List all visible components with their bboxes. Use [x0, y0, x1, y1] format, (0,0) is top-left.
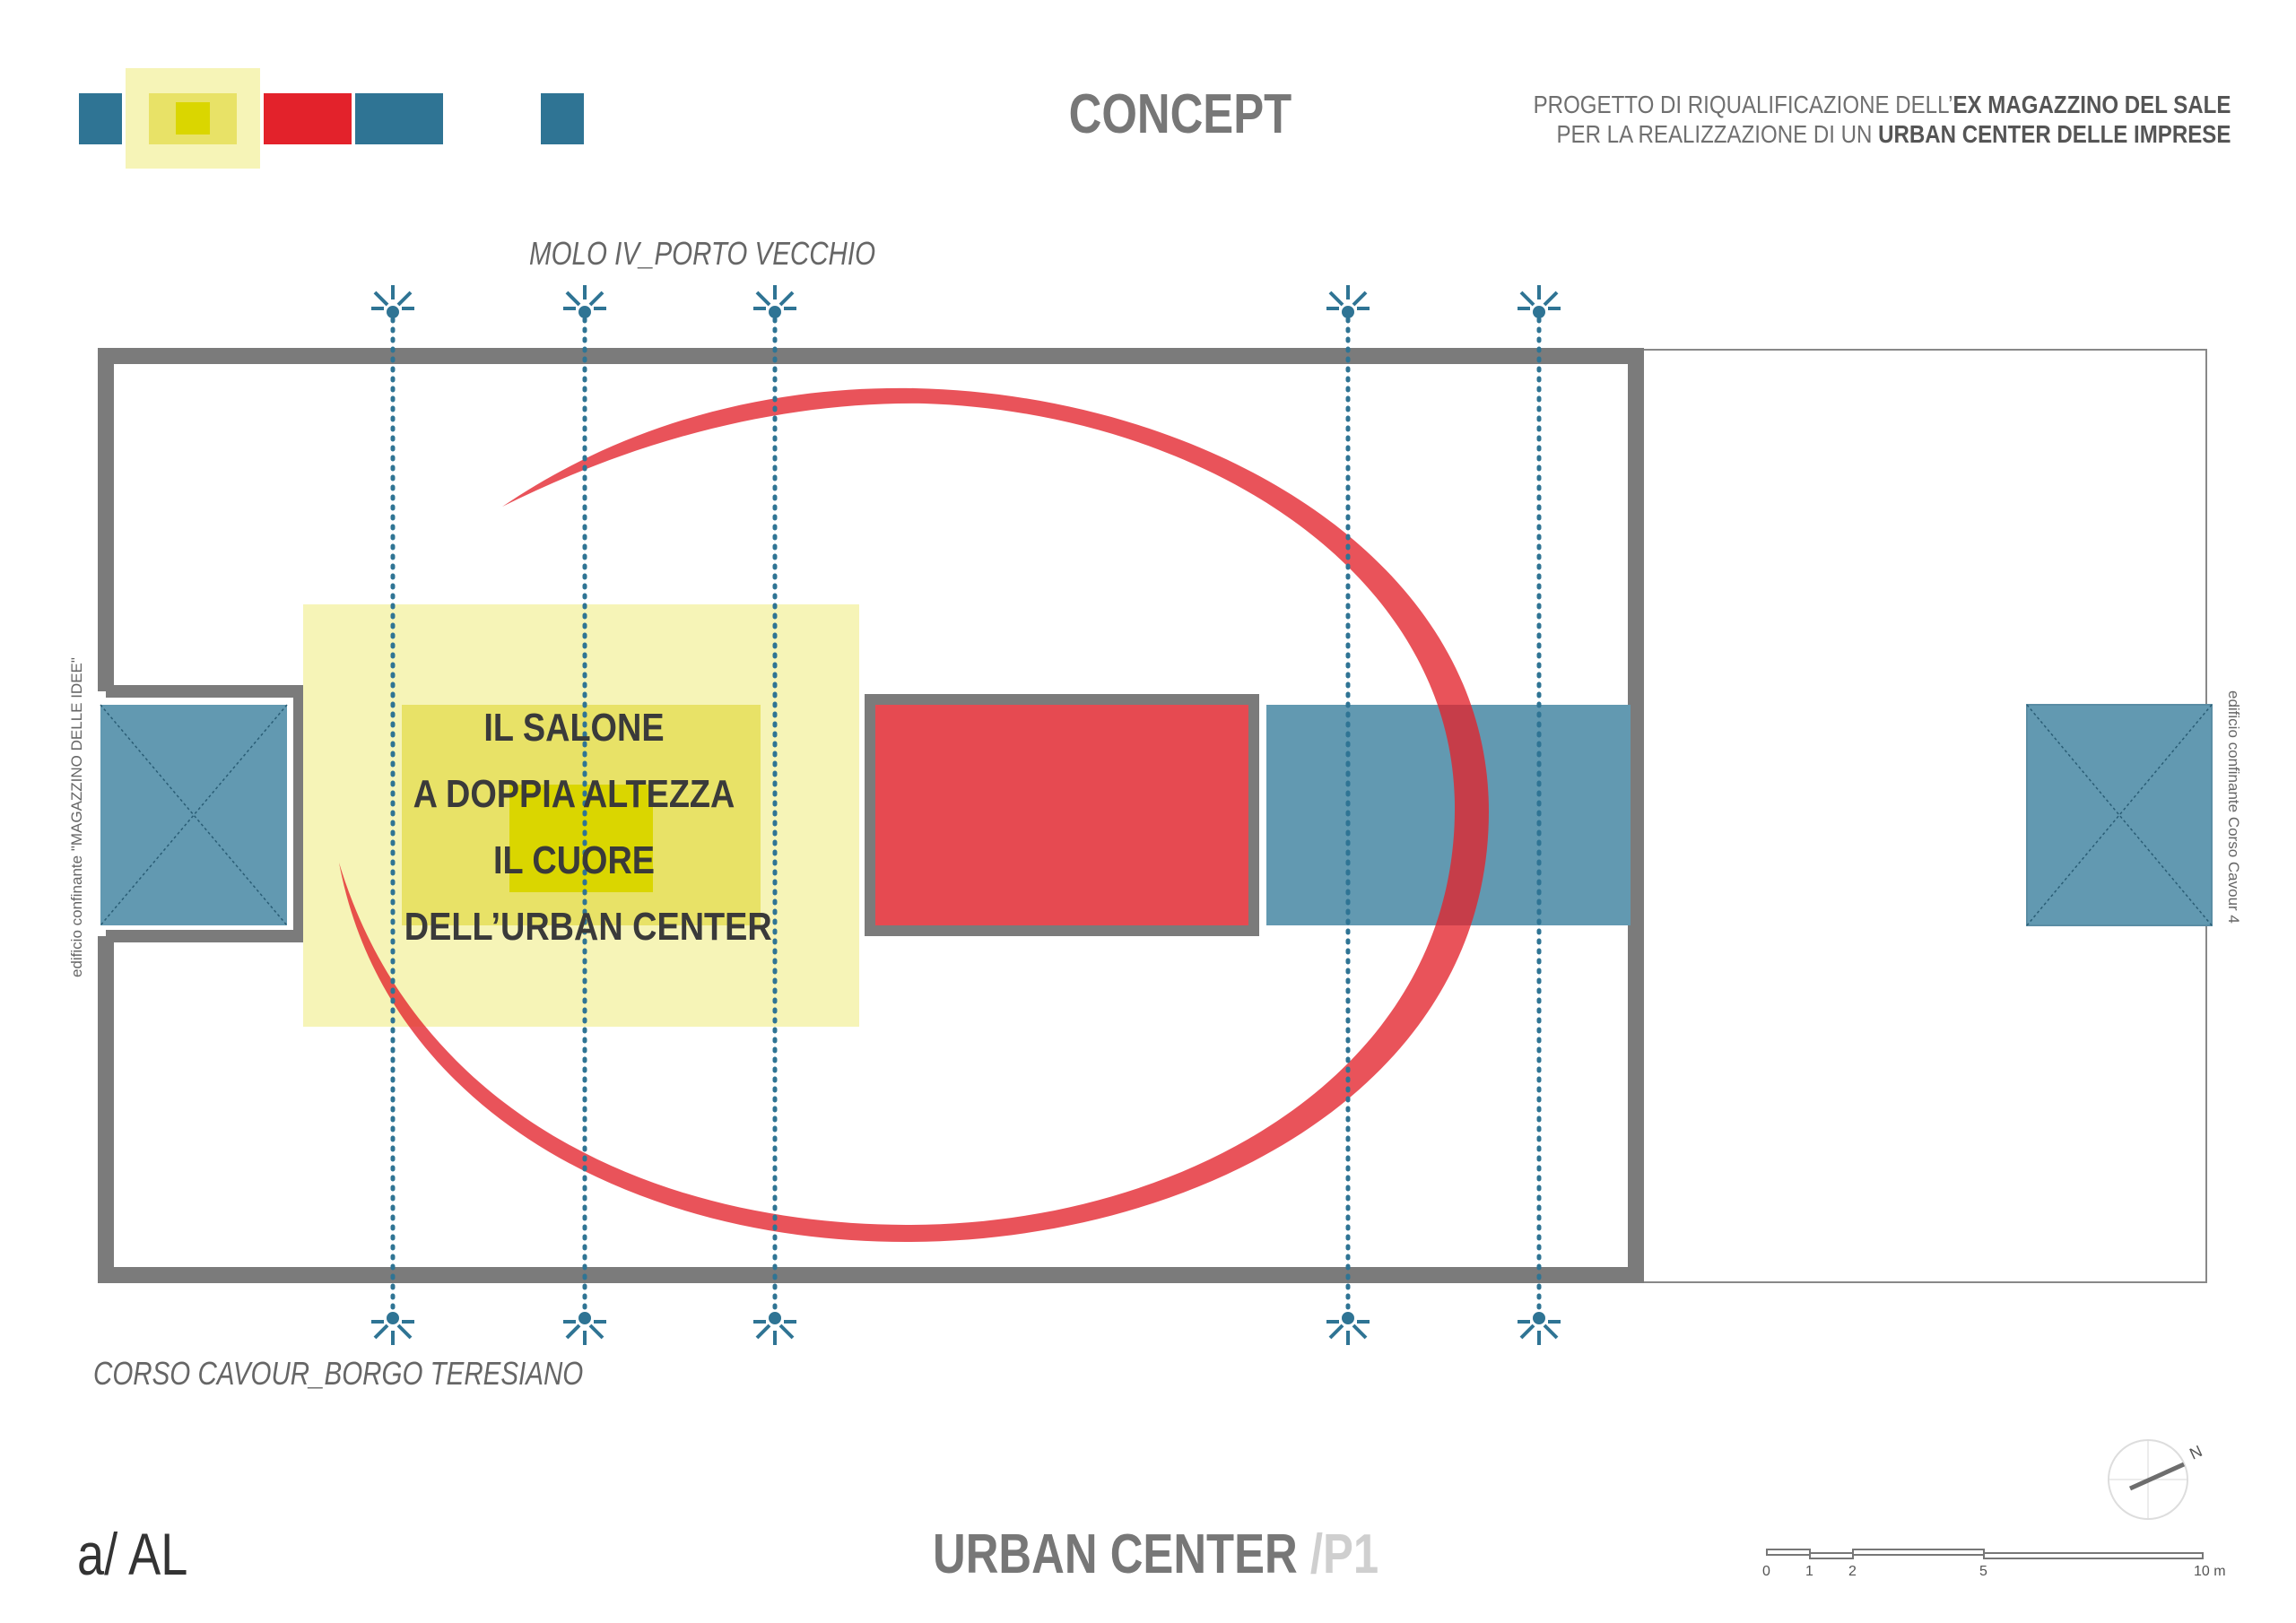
north-label: N [2187, 1442, 2205, 1463]
legend-blue-wide [355, 93, 443, 144]
legend-blocks [79, 68, 584, 169]
legend-yellow-core [176, 102, 210, 135]
left-stair-block [100, 705, 287, 925]
north-arrow-icon [2108, 1439, 2188, 1520]
legend-blue-small [79, 93, 122, 144]
salone-description: IL SALONE A DOPPIA ALTEZZA IL CUORE DELL… [404, 695, 772, 960]
left-wall-notch [106, 685, 306, 942]
scale-tick-10: 10 m [2194, 1564, 2226, 1579]
project-line1-bold: EX MAGAZZINO DEL SALE [1952, 91, 2231, 118]
project-line1-prefix: PROGETTO DI RIQUALIFICAZIONE DELL’ [1533, 91, 1953, 118]
building-wall [98, 348, 1644, 1283]
salone-line-4: DELL’URBAN CENTER [404, 905, 772, 949]
scale-tick-1: 1 [1805, 1564, 1813, 1579]
salone-line-1: IL SALONE [483, 706, 665, 750]
salone-line-2: A DOPPIA ALTEZZA [413, 772, 735, 816]
sheet-code: a/ AL [77, 1521, 188, 1587]
axis-lines [390, 307, 1542, 1328]
legend-blue-right [541, 93, 584, 144]
left-neighbor-label: edificio confinante "MAGAZZINO DELLE IDE… [68, 657, 85, 977]
right-neighbor-label: edificio confinante Corso Cavour 4 [2225, 690, 2242, 924]
axis-arrows-top [371, 285, 1561, 318]
red-core-block [865, 694, 1259, 936]
scale-tick-5: 5 [1979, 1564, 1987, 1579]
footer-title-sub: /P1 [1309, 1523, 1379, 1585]
scale-tick-2: 2 [1848, 1564, 1857, 1579]
bottom-street-label: CORSO CAVOUR_BORGO TERESIANO [93, 1355, 584, 1392]
scale-tick-0: 0 [1762, 1564, 1770, 1579]
right-stair-block [2026, 704, 2213, 926]
salone-line-3: IL CUORE [492, 838, 656, 882]
project-description: PROGETTO DI RIQUALIFICAZIONE DELL’EX MAG… [1533, 90, 2231, 149]
axis-arrows-bottom [371, 1312, 1561, 1345]
project-line2-bold: URBAN CENTER DELLE IMPRESE [1877, 120, 2231, 148]
top-street-label: MOLO IV_PORTO VECCHIO [529, 235, 876, 272]
footer-title: URBAN CENTER /P1 [933, 1523, 1378, 1586]
scale-bar [1766, 1549, 2204, 1559]
project-line2-prefix: PER LA REALIZZAZIONE DI UN [1556, 120, 1878, 148]
footer-title-main: URBAN CENTER [933, 1523, 1310, 1585]
salone-core-zone [509, 785, 653, 892]
legend-red [264, 93, 352, 144]
